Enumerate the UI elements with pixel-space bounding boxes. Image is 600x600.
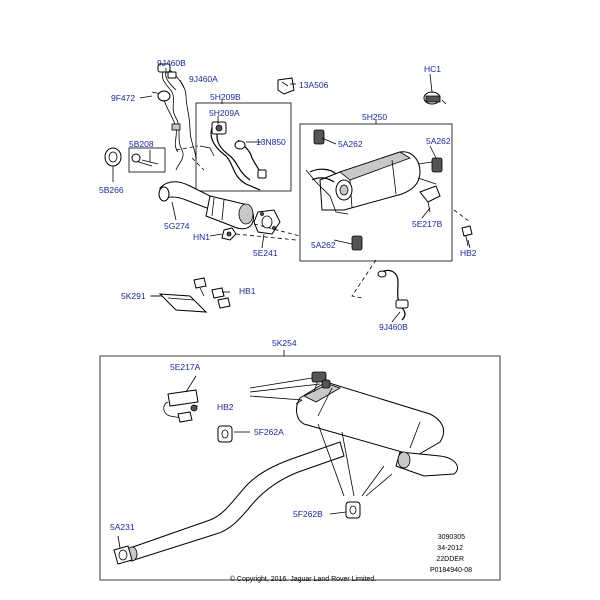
- bolt-hb1: [193, 277, 231, 309]
- label-5b208: 5B208: [129, 139, 154, 149]
- label-5a262-b: 5A262: [426, 136, 451, 146]
- bolt-hb2-upper: [461, 225, 473, 247]
- label-9f472: 9F472: [111, 93, 135, 103]
- label-5h209a: 5H209A: [209, 108, 240, 118]
- label-9j460b-bottom: 9J460B: [379, 322, 408, 332]
- nut-hn1: [221, 227, 237, 241]
- label-5a262-c: 5A262: [311, 240, 336, 250]
- copyright-text: © Copyright, 2016. Jaguar Land Rover Lim…: [230, 575, 376, 583]
- label-5k254: 5K254: [272, 338, 297, 348]
- label-9j460a: 9J460A: [189, 74, 218, 84]
- converter-group-5h250: [299, 120, 453, 262]
- leader-lines: [112, 68, 471, 549]
- meta-line-2: 34-2012: [437, 545, 463, 552]
- sensor-9f472: [151, 90, 181, 153]
- label-5g274: 5G274: [164, 221, 190, 231]
- sensor-9j460b-lower: [377, 269, 409, 321]
- rear-muffler-group-5k254: [99, 350, 501, 581]
- heat-shield-5k291: [152, 293, 208, 313]
- gasket-group-5b208: [104, 147, 166, 173]
- label-13a506: 13A506: [299, 80, 329, 90]
- clamp-hc1: [423, 73, 447, 105]
- label-5f262a: 5F262A: [254, 427, 284, 437]
- label-5e241: 5E241: [253, 248, 278, 258]
- harness-group-5h209: [195, 100, 292, 192]
- label-hb2-top: HB2: [460, 248, 477, 258]
- label-5a231: 5A231: [110, 522, 135, 532]
- label-5k291: 5K291: [121, 291, 146, 301]
- label-hb2-bottom: HB2: [217, 402, 234, 412]
- label-13n850: 13N850: [256, 137, 286, 147]
- label-5h209b: 5H209B: [210, 92, 241, 102]
- front-pipe-5g274: [158, 181, 255, 230]
- label-5h250: 5H250: [362, 112, 387, 122]
- alignment-lines-upper: [175, 145, 471, 299]
- label-hn1: HN1: [193, 232, 210, 242]
- label-5e217a: 5E217A: [170, 362, 201, 372]
- label-hb1: HB1: [239, 286, 256, 296]
- label-5b266: 5B266: [99, 185, 124, 195]
- label-5f262b: 5F262B: [293, 509, 323, 519]
- label-5e217b: 5E217B: [412, 219, 443, 229]
- label-5a262-a: 5A262: [338, 139, 363, 149]
- meta-line-4: P0184940-08: [430, 567, 472, 574]
- clip-13a506: [277, 77, 295, 95]
- label-9j460b-top: 9J460B: [157, 58, 186, 68]
- meta-line-1: 3090305: [438, 534, 465, 541]
- meta-line-3: 22DDER: [436, 556, 464, 563]
- gasket-5e241: [253, 209, 281, 235]
- label-hc1: HC1: [424, 64, 441, 74]
